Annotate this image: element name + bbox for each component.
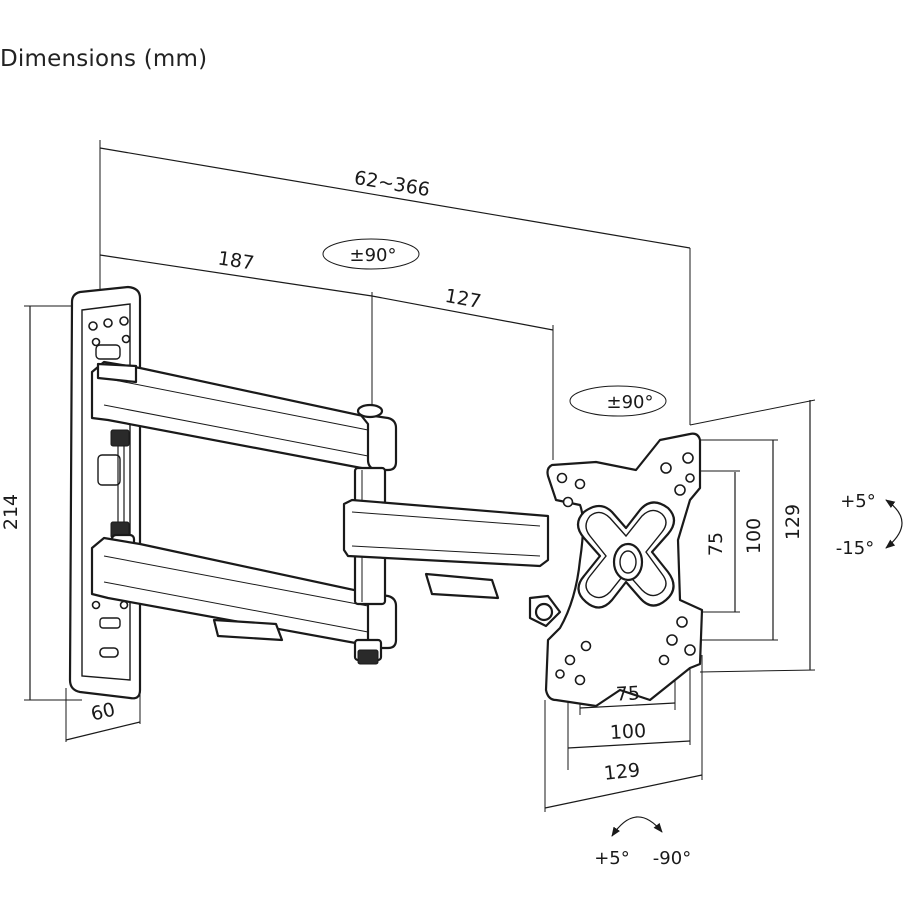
angle-labels: ±90° ±90° +5° -15° +5° -90°: [350, 245, 876, 869]
rotation-indicator: [611, 816, 663, 837]
extension-label: 62~366: [353, 167, 432, 201]
vesa-inner-v-label: 75: [705, 532, 727, 556]
vesa-outer-v-label: 129: [782, 504, 804, 540]
rotate-cw-label: +5°: [594, 848, 630, 869]
rotate-ccw-label: -90°: [653, 848, 691, 869]
head-swivel-label: ±90°: [607, 392, 654, 413]
arm-length-1-label: 187: [216, 247, 255, 274]
head-swivel-indicator: [569, 385, 667, 417]
wall-plate: [68, 285, 142, 700]
tilt-indicator: [885, 499, 903, 549]
fore-arm: [342, 498, 562, 628]
vesa-mid-h-label: 100: [609, 720, 646, 744]
vesa-head-plate: [534, 432, 704, 708]
page-title: Dimensions (mm): [0, 46, 208, 72]
lower-arm: [90, 536, 398, 665]
arm-length-2-label: 127: [443, 285, 483, 313]
tilt-down-label: -15°: [836, 538, 874, 559]
wall-plate-height-label: 214: [0, 494, 22, 530]
vesa-mid-v-label: 100: [743, 518, 765, 554]
vesa-inner-h-label: 75: [615, 682, 640, 705]
tilt-up-label: +5°: [840, 491, 876, 512]
upper-arm: [90, 360, 398, 472]
arm-swivel-indicator: [322, 238, 420, 270]
vesa-outer-h-label: 129: [603, 759, 641, 785]
wall-plate-depth-label: 60: [89, 699, 118, 726]
dimension-lines: [24, 140, 816, 812]
arm-swivel-label: ±90°: [350, 245, 397, 266]
dimension-labels: 62~366 187 127 214 60 75 100 129 75 100 …: [0, 167, 804, 785]
